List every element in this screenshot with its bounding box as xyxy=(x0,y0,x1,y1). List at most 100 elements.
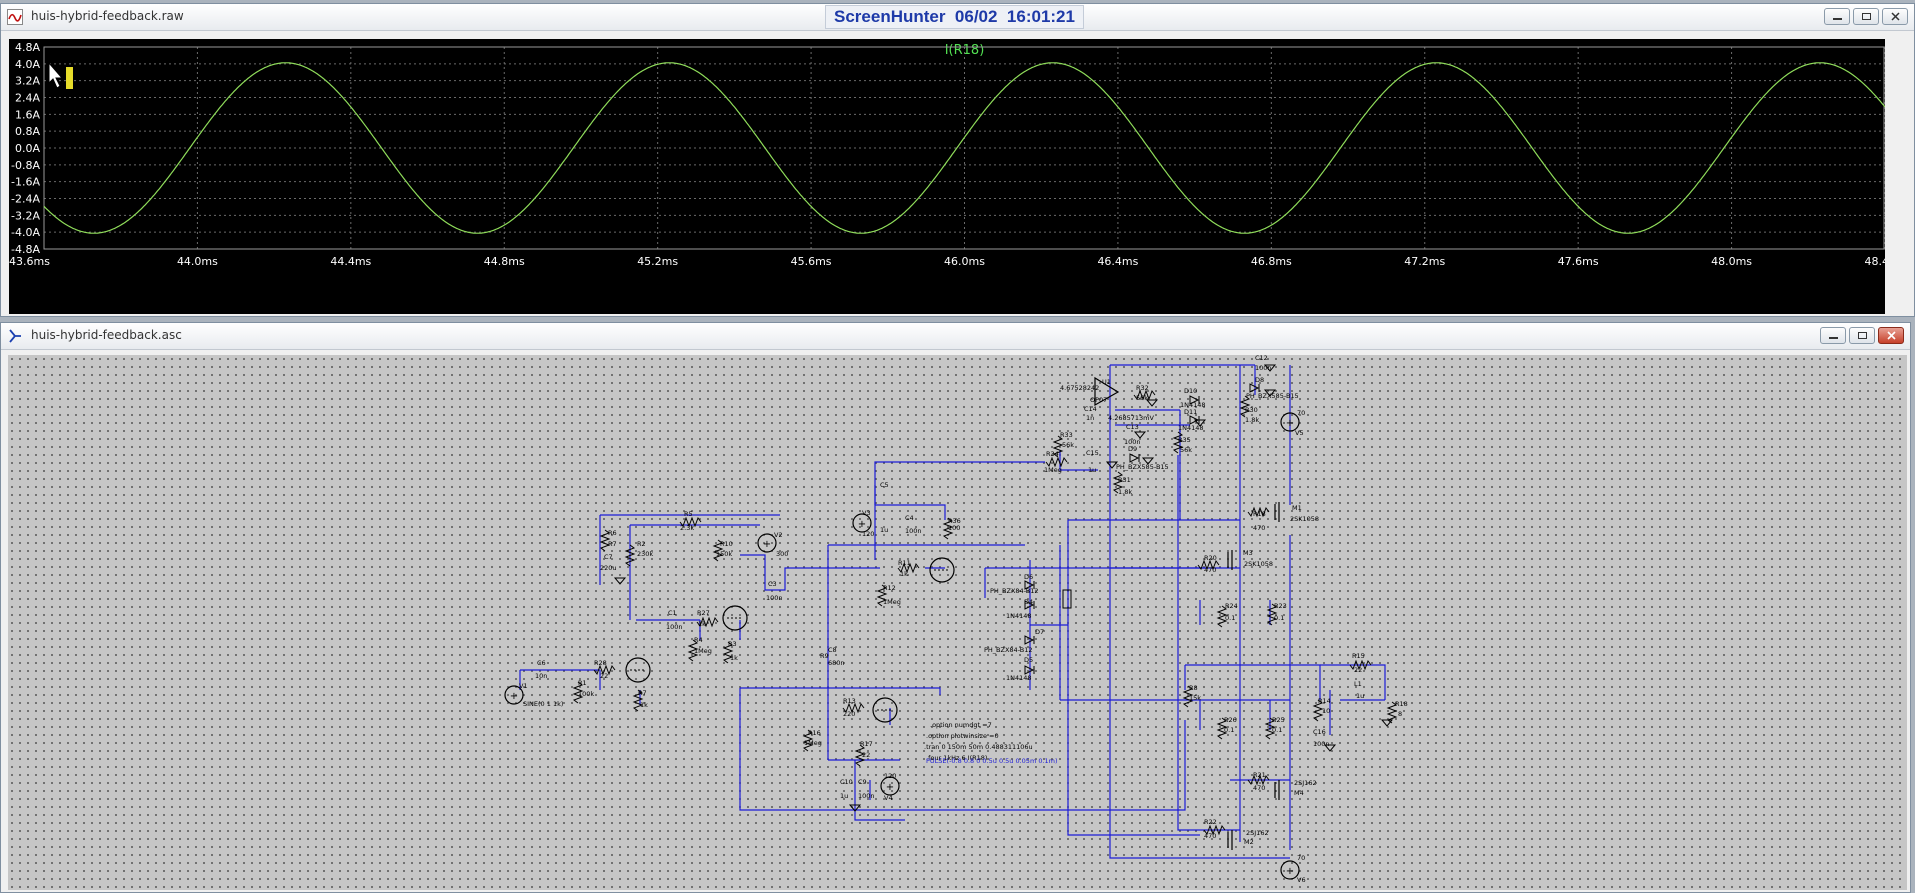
schematic-label: D9 xyxy=(1128,445,1137,453)
source-polarity: + xyxy=(763,539,771,550)
schematic-label: M2 xyxy=(1244,838,1254,846)
schematic-label: 470 xyxy=(1253,784,1265,792)
x-tick-label: 46.0ms xyxy=(944,255,985,268)
restore-icon xyxy=(1858,332,1867,339)
schematic-label: 220 xyxy=(843,710,855,718)
schematic-label: R26 xyxy=(1224,716,1237,724)
schematic-label: 2SK1058 xyxy=(1244,560,1273,568)
schematic-label: 470 xyxy=(1204,566,1216,574)
schematic-label: R24 xyxy=(1225,602,1238,610)
schematic-label: 70 xyxy=(1297,409,1305,417)
schematic-label: V2 xyxy=(774,531,783,539)
schematic-label: 300 xyxy=(776,550,788,558)
schematic-label: C4 xyxy=(905,514,914,522)
vacuum-tube-icon xyxy=(625,657,651,683)
schematic-label: 1Meg xyxy=(1044,466,1062,474)
ground-icon xyxy=(1193,419,1207,427)
resistor-icon xyxy=(1112,471,1124,494)
x-tick-label: 47.6ms xyxy=(1558,255,1599,268)
resistor-icon xyxy=(1197,559,1220,571)
schematic-label: R32 xyxy=(1136,384,1149,392)
diode-icon xyxy=(1249,383,1260,393)
y-tick-label: -2.4A xyxy=(11,193,40,206)
schematic-close-button[interactable] xyxy=(1878,327,1904,344)
resistor-icon xyxy=(1216,605,1228,628)
ground-icon xyxy=(1380,719,1394,727)
schematic-label: 56k xyxy=(1062,441,1074,449)
schematic-label: R21 xyxy=(1253,771,1266,779)
schematic-window-title: huis-hybrid-feedback.asc xyxy=(31,328,182,342)
resistor-icon xyxy=(679,516,702,528)
resistor-icon xyxy=(1247,774,1270,786)
schematic-label: R12 xyxy=(883,584,896,592)
schematic-label: C16 xyxy=(1313,728,1326,736)
resistor-icon xyxy=(1239,395,1251,418)
schematic-label: PH_BZX585-B15 xyxy=(1116,463,1169,471)
schematic-label: 2SJ162 xyxy=(1246,829,1269,837)
source-polarity: + xyxy=(1286,866,1294,877)
schematic-label: R18 xyxy=(1395,700,1408,708)
schematic-label: 8 xyxy=(1398,710,1402,718)
waveform-close-button[interactable] xyxy=(1882,8,1908,25)
mosfet-icon xyxy=(1227,550,1233,570)
y-tick-label: -1.6A xyxy=(11,176,40,189)
schematic-label: R27 xyxy=(697,609,710,617)
voltage-source-icon xyxy=(504,685,524,705)
waveform-plot[interactable]: I(R18)4.8A4.0A3.2A2.4A1.6A0.8A0.0A-0.8A-… xyxy=(9,39,1906,314)
schematic-label: 100n xyxy=(858,792,875,800)
schematic-label: 100n xyxy=(1313,740,1330,748)
mosfet-icon xyxy=(1274,780,1280,800)
schematic-label: R33 xyxy=(1060,431,1073,439)
schematic-label: 120 xyxy=(862,530,874,538)
resistor-icon xyxy=(1045,456,1068,468)
resistor-icon xyxy=(722,641,734,664)
schematic-label: 100k xyxy=(578,690,594,698)
schematic-label: C13 xyxy=(1126,423,1139,431)
resistor-icon xyxy=(712,539,724,562)
schematic-label: C7 xyxy=(604,553,613,561)
schematic-label: 4.2685713mV xyxy=(1108,414,1154,422)
y-tick-label: 2.4A xyxy=(15,92,40,105)
waveform-restore-button[interactable] xyxy=(1853,8,1879,25)
schematic-restore-button[interactable] xyxy=(1849,327,1875,344)
resistor-icon xyxy=(696,616,719,628)
schematic-minimize-button[interactable] xyxy=(1820,327,1846,344)
schematic-window-controls xyxy=(1820,327,1904,344)
resistor-icon xyxy=(1133,389,1156,401)
schematic-label: R16 xyxy=(808,729,821,737)
schematic-drawing[interactable]: ++++++C12100nD8PH_BZX585-B15R301.8kV5704… xyxy=(8,355,1907,890)
schematic-label: .four 1kHz 6 I(R18) xyxy=(926,754,987,762)
resistor-icon xyxy=(876,584,888,607)
diode-icon xyxy=(1024,635,1035,645)
x-tick-label: 46.4ms xyxy=(1097,255,1138,268)
schematic-label: R36 xyxy=(948,517,961,525)
source-polarity: + xyxy=(510,691,518,702)
schematic-label: 1u xyxy=(1356,692,1364,700)
schematic-label: 70 xyxy=(1297,854,1305,862)
chart-title: I(R18) xyxy=(945,43,985,58)
waveform-window-title: huis-hybrid-feedback.raw xyxy=(31,9,184,23)
potentiometer-icon xyxy=(1062,589,1072,609)
schematic-label: 1N4148 xyxy=(1006,612,1032,620)
x-tick-label: 44.8ms xyxy=(484,255,525,268)
schematic-label: 1n xyxy=(1086,414,1094,422)
resistor-icon xyxy=(1312,699,1324,722)
ground-icon xyxy=(1263,364,1277,372)
schematic-label: 1Meg xyxy=(883,598,901,606)
waveform-minimize-button[interactable] xyxy=(1824,8,1850,25)
restore-icon xyxy=(1862,13,1871,20)
ground-icon xyxy=(613,577,627,585)
schematic-label: M3 xyxy=(1243,549,1253,557)
schematic-label: OP07 xyxy=(1090,396,1107,404)
wire xyxy=(740,687,941,695)
x-tick-label: 47.2ms xyxy=(1404,255,1445,268)
schematic-label: D10 xyxy=(1184,387,1197,395)
schematic-label: 1u xyxy=(840,792,848,800)
schematic-titlebar[interactable]: huis-hybrid-feedback.asc xyxy=(1,323,1910,350)
mosfet-icon xyxy=(1274,502,1280,522)
schematic-label: 1k xyxy=(640,701,648,709)
schematic-label: R13 xyxy=(843,697,856,705)
schematic-label: R7 xyxy=(638,689,647,697)
